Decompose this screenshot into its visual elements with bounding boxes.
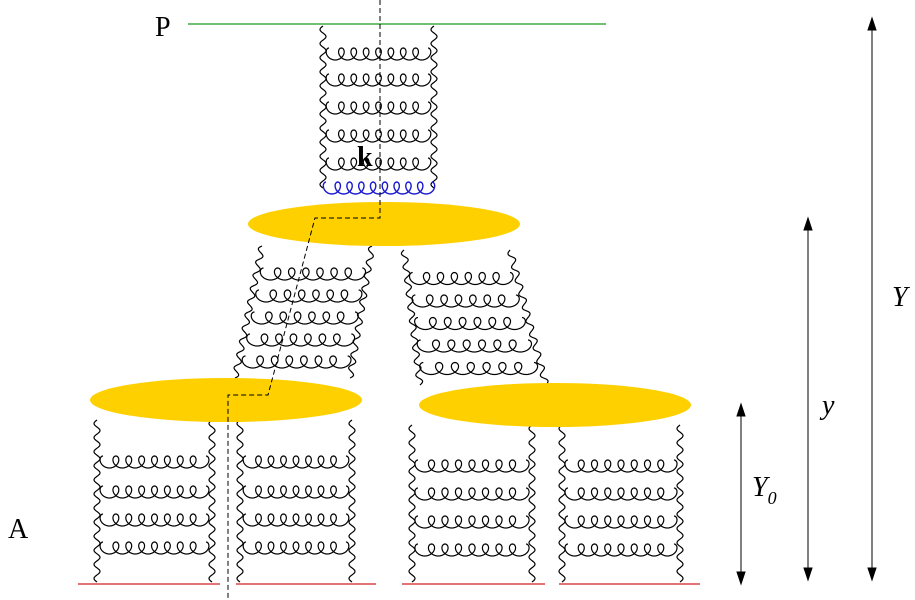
right-fan-ladder-left-rail — [400, 249, 424, 386]
top-ladder-rung-5 — [325, 157, 432, 171]
label-y: y — [819, 390, 835, 421]
bottom-ladder-4-right-rail — [676, 424, 684, 583]
bottom-ladder-3-rung-2 — [414, 487, 530, 501]
arrow-y-head-bottom — [803, 567, 813, 582]
bottom-ladder-2-rung-3 — [242, 513, 350, 527]
label-projectile: P — [155, 12, 171, 43]
right-fan-ladder-right-rail — [507, 249, 549, 386]
right-fan-ladder-rung-2 — [411, 294, 520, 308]
arrow-Y0-head-top — [736, 402, 746, 417]
top-ladder-left-rail — [319, 25, 327, 189]
left-fan-ladder-right-rail — [348, 245, 374, 379]
label-k: k — [357, 142, 373, 173]
bottom-ladder-1-rung-3 — [99, 513, 210, 527]
arrow-Y-head-bottom — [867, 567, 877, 582]
bottom-ladder-2-left-rail — [236, 419, 244, 583]
left-fan-ladder-rung-5 — [241, 355, 352, 369]
emitted-gluon-k — [322, 181, 436, 195]
bottom-ladder-4-rung-3 — [564, 515, 678, 529]
bottom-ladder-2-rung-1 — [242, 455, 350, 469]
right-fan-ladder-rung-3 — [414, 316, 526, 331]
bottom-ladder-3-left-rail — [408, 424, 416, 583]
arrow-Y0-head-bottom — [736, 571, 746, 586]
gluon-ladders — [93, 25, 684, 583]
bottom-ladder-3-right-rail — [528, 424, 536, 583]
right-fan-ladder-rung-1 — [408, 271, 514, 286]
bottom-ladder-4-rung-4 — [564, 543, 678, 557]
arrow-y-head-top — [803, 216, 813, 231]
right-fan-ladder-rung-5 — [419, 361, 539, 376]
lower-right-vertex-blob — [419, 383, 691, 427]
top-ladder-rung-1 — [325, 47, 432, 61]
lower-left-vertex-blob — [90, 378, 362, 422]
bottom-ladder-3-rung-1 — [414, 459, 530, 473]
upper-vertex-blob — [248, 202, 520, 246]
top-ladder-rung-3 — [325, 101, 432, 115]
left-fan-ladder-rung-1 — [259, 267, 367, 281]
bottom-ladder-3-rung-3 — [414, 515, 530, 529]
top-ladder-rung-2 — [325, 73, 432, 87]
label-Y0: Y0 — [752, 472, 777, 508]
bottom-ladder-4-rung-2 — [564, 487, 678, 501]
top-ladder-right-rail — [430, 25, 438, 189]
bottom-ladder-1-rung-4 — [99, 541, 210, 555]
bottom-ladder-1-rung-1 — [99, 455, 210, 469]
arrow-Y-head-top — [867, 16, 877, 31]
label-target: A — [8, 514, 29, 545]
bottom-ladder-1-left-rail — [93, 419, 101, 583]
bottom-ladder-4-rung-1 — [564, 459, 678, 473]
bottom-ladder-2-right-rail — [348, 419, 356, 583]
label-Y0-main: Y — [752, 472, 771, 503]
bottom-ladder-4-left-rail — [558, 424, 566, 583]
left-fan-ladder-left-rail — [233, 245, 264, 379]
bottom-ladder-2-rung-4 — [242, 541, 350, 555]
label-Y0-sub: 0 — [768, 488, 777, 508]
left-fan-ladder-rung-2 — [255, 289, 363, 303]
top-ladder-rung-4 — [325, 129, 432, 143]
bottom-ladder-2-rung-2 — [242, 485, 350, 499]
left-fan-ladder-rung-3 — [250, 311, 359, 325]
left-fan-ladder-rung-4 — [246, 333, 356, 347]
right-fan-ladder-rung-4 — [416, 339, 533, 353]
bottom-ladder-1-right-rail — [208, 419, 216, 583]
bottom-ladder-3-rung-4 — [414, 543, 530, 557]
cut-line — [227, 0, 381, 600]
rapidity-arrows — [736, 16, 877, 586]
label-Y: Y — [892, 282, 911, 313]
bottom-ladder-1-rung-2 — [99, 485, 210, 499]
